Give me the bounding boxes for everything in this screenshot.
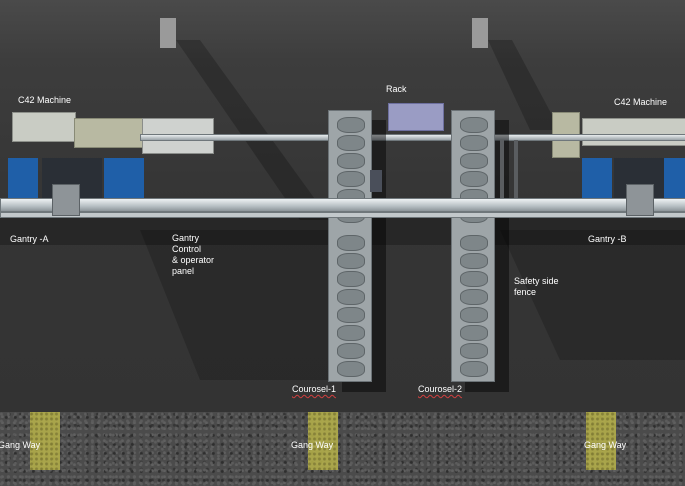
carousel-2	[451, 110, 495, 382]
label-gangway-1: Gang Way	[0, 440, 41, 450]
gantry-beam	[0, 198, 685, 212]
gravel-strip	[0, 412, 685, 486]
gangway-marker-1	[30, 412, 60, 470]
label-gangway-3: Gang Way	[584, 440, 627, 450]
gantry-a-carriage	[52, 184, 80, 216]
label-gangway-2: Gang Way	[291, 440, 334, 450]
carousel-1	[328, 110, 372, 382]
gantry-beam-lower	[0, 212, 685, 218]
label-carousel-2: Courosel-2	[418, 384, 463, 394]
upper-rail	[140, 134, 685, 141]
label-rack: Rack	[386, 84, 407, 94]
wall-post-left	[160, 18, 176, 48]
machine-blue-panel	[8, 158, 38, 198]
label-carousel-1: Courosel-1	[292, 384, 337, 394]
gangway-marker-3	[586, 412, 616, 470]
label-gantry-b: Gantry -B	[588, 234, 627, 244]
label-safety-fence: Safety side fence	[514, 276, 559, 297]
label-gantry-a: Gantry -A	[10, 234, 49, 244]
label-c42-machine-left: C42 Machine	[18, 95, 72, 105]
rack	[388, 103, 444, 131]
gantry-b-carriage	[626, 184, 654, 216]
label-gantry-control: Gantry Control & operator panel	[172, 233, 215, 276]
wall-post-right	[472, 18, 488, 48]
safety-fence-posts	[500, 140, 504, 200]
label-c42-machine-right: C42 Machine	[614, 97, 668, 107]
c42-machine-right	[552, 112, 685, 200]
gangway-marker-2	[308, 412, 338, 470]
